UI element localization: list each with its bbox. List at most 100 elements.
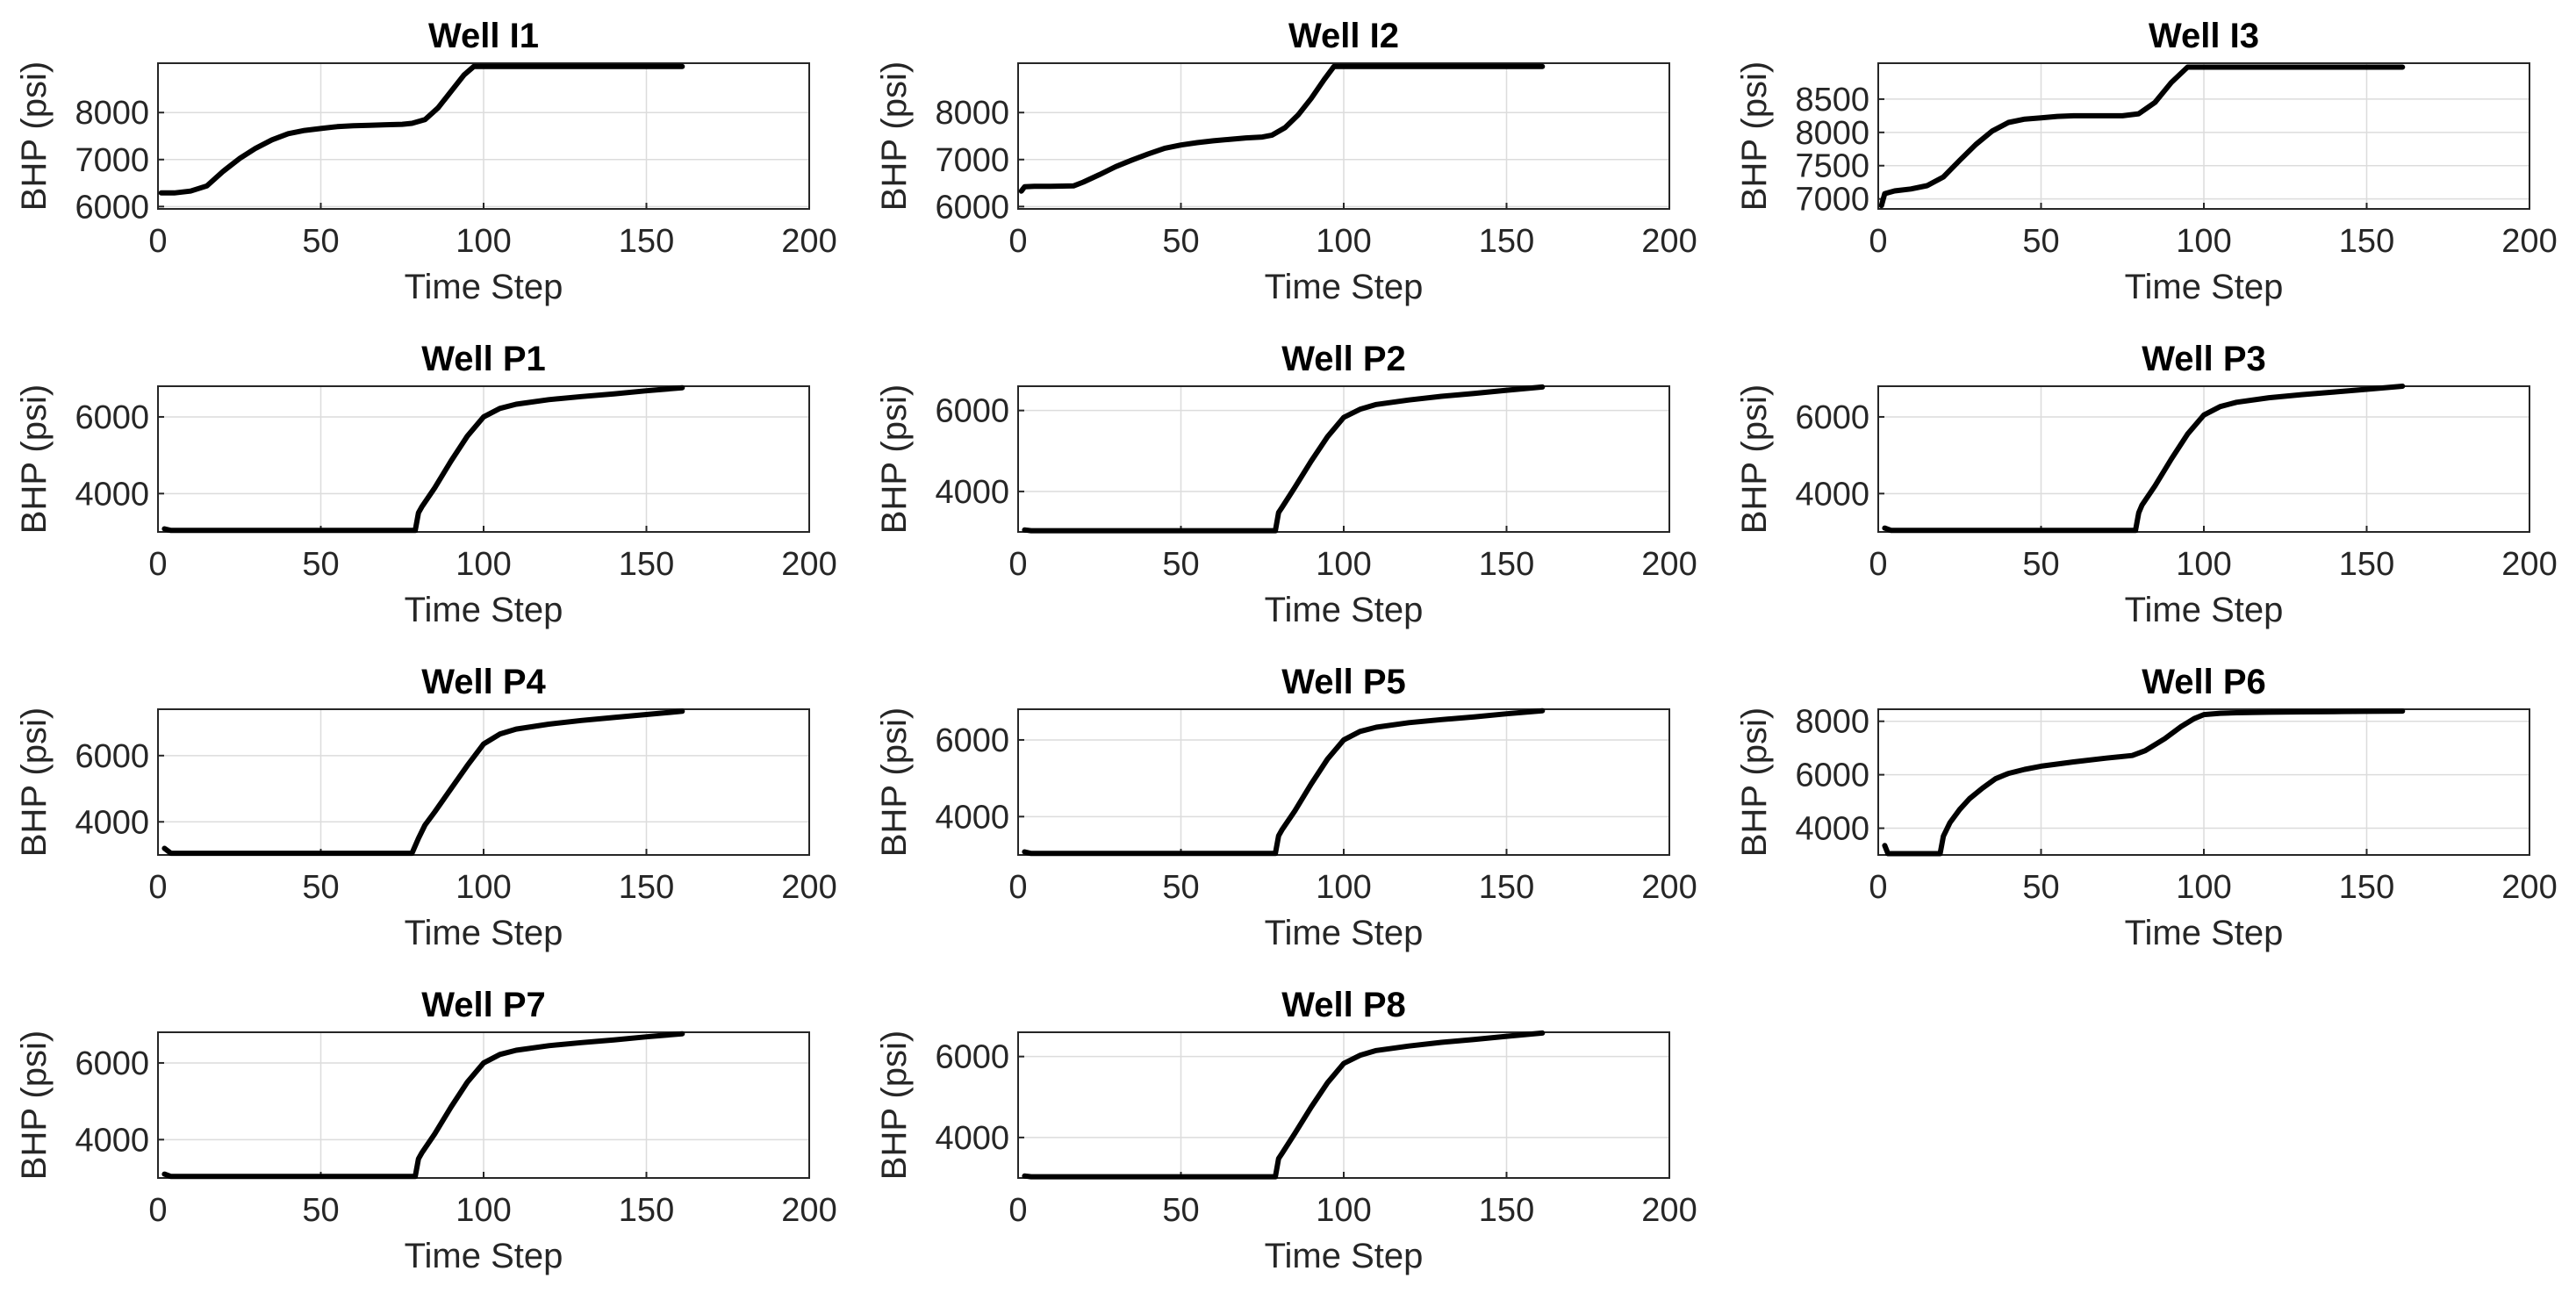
x-tick-label: 150 bbox=[2339, 869, 2394, 906]
series-line-well-p6 bbox=[1882, 708, 2406, 857]
y-tick-label: 4000 bbox=[75, 804, 149, 841]
chart-title: Well P3 bbox=[2142, 340, 2266, 378]
y-tick-label: 8500 bbox=[1795, 82, 1869, 118]
x-tick-label: 50 bbox=[302, 223, 339, 260]
x-tick-label: 200 bbox=[781, 869, 836, 906]
y-tick-label: 4000 bbox=[935, 1120, 1009, 1157]
series-line-well-i2 bbox=[1018, 63, 1546, 194]
x-tick-label: 0 bbox=[1008, 546, 1027, 583]
x-tick-label: 200 bbox=[781, 1192, 836, 1229]
chart-title: Well P8 bbox=[1281, 986, 1406, 1024]
x-tick-label: 200 bbox=[781, 546, 836, 583]
y-axis-label: BHP (psi) bbox=[1735, 61, 1774, 211]
y-tick-label: 6000 bbox=[75, 1045, 149, 1082]
y-tick-label: 6000 bbox=[75, 399, 149, 436]
series-line-well-p4 bbox=[161, 708, 685, 857]
y-tick-label: 4000 bbox=[1795, 476, 1869, 513]
series-line-well-p7 bbox=[161, 1031, 685, 1180]
series-line-well-p5 bbox=[1022, 707, 1546, 857]
x-tick-label: 150 bbox=[1479, 546, 1534, 583]
y-axis-label: BHP (psi) bbox=[15, 61, 54, 211]
x-tick-label: 150 bbox=[619, 546, 674, 583]
y-axis-label: BHP (psi) bbox=[15, 1031, 54, 1180]
chart-title: Well P2 bbox=[1281, 340, 1406, 378]
x-tick-label: 200 bbox=[2501, 546, 2557, 583]
x-axis-label: Time Step bbox=[405, 591, 563, 629]
chart-title: Well I1 bbox=[428, 17, 539, 55]
x-tick-label: 200 bbox=[1641, 1192, 1697, 1229]
x-tick-label: 100 bbox=[1316, 1192, 1371, 1229]
y-tick-label: 7000 bbox=[75, 142, 149, 179]
y-tick-label: 8000 bbox=[75, 95, 149, 132]
x-tick-label: 150 bbox=[1479, 223, 1534, 260]
y-tick-label: 4000 bbox=[935, 799, 1009, 836]
x-axis-label: Time Step bbox=[1265, 591, 1424, 629]
x-tick-label: 100 bbox=[1316, 869, 1371, 906]
y-tick-label: 8000 bbox=[935, 95, 1009, 132]
y-tick-label: 4000 bbox=[75, 1122, 149, 1159]
x-tick-label: 50 bbox=[302, 1192, 339, 1229]
x-axis-label: Time Step bbox=[405, 268, 563, 306]
y-tick-label: 6000 bbox=[935, 393, 1009, 430]
x-tick-label: 0 bbox=[148, 223, 167, 260]
x-tick-label: 100 bbox=[1316, 223, 1371, 260]
y-tick-label: 8000 bbox=[1795, 704, 1869, 741]
chart-title: Well P4 bbox=[421, 663, 546, 701]
x-tick-label: 150 bbox=[2339, 546, 2394, 583]
x-tick-label: 150 bbox=[1479, 1192, 1534, 1229]
x-tick-label: 100 bbox=[456, 223, 511, 260]
y-axis-label: BHP (psi) bbox=[875, 1031, 914, 1180]
series-line-well-p2 bbox=[1022, 384, 1546, 534]
x-tick-label: 0 bbox=[1008, 869, 1027, 906]
x-tick-label: 150 bbox=[619, 223, 674, 260]
x-axis-label: Time Step bbox=[405, 914, 563, 952]
x-axis-label: Time Step bbox=[1265, 1237, 1424, 1275]
y-tick-label: 7000 bbox=[935, 142, 1009, 179]
y-tick-label: 6000 bbox=[1795, 399, 1869, 436]
x-tick-label: 50 bbox=[1162, 1192, 1199, 1229]
chart-title: Well P1 bbox=[421, 340, 546, 378]
y-tick-label: 6000 bbox=[935, 722, 1009, 759]
x-axis-label: Time Step bbox=[2125, 268, 2284, 306]
x-tick-label: 100 bbox=[456, 546, 511, 583]
y-axis-label: BHP (psi) bbox=[875, 707, 914, 857]
x-tick-label: 50 bbox=[2022, 223, 2059, 260]
x-tick-label: 200 bbox=[781, 223, 836, 260]
x-tick-label: 0 bbox=[148, 1192, 167, 1229]
y-tick-label: 7000 bbox=[1795, 182, 1869, 219]
x-tick-label: 150 bbox=[619, 1192, 674, 1229]
x-tick-label: 0 bbox=[1008, 223, 1027, 260]
x-axis-label: Time Step bbox=[1265, 914, 1424, 952]
x-axis-label: Time Step bbox=[2125, 914, 2284, 952]
chart-title: Well P5 bbox=[1281, 663, 1406, 701]
y-tick-label: 4000 bbox=[75, 476, 149, 513]
x-axis-label: Time Step bbox=[1265, 268, 1424, 306]
y-tick-label: 4000 bbox=[935, 474, 1009, 511]
x-tick-label: 200 bbox=[1641, 223, 1697, 260]
x-tick-label: 100 bbox=[1316, 546, 1371, 583]
x-axis-label: Time Step bbox=[2125, 591, 2284, 629]
y-axis-label: BHP (psi) bbox=[15, 384, 54, 534]
series-line-well-i1 bbox=[158, 63, 685, 196]
x-tick-label: 150 bbox=[619, 869, 674, 906]
y-tick-label: 6000 bbox=[1795, 758, 1869, 794]
x-tick-label: 50 bbox=[302, 869, 339, 906]
x-tick-label: 50 bbox=[1162, 869, 1199, 906]
x-tick-label: 50 bbox=[302, 546, 339, 583]
x-tick-label: 100 bbox=[2176, 869, 2231, 906]
x-tick-label: 150 bbox=[2339, 223, 2394, 260]
y-axis-label: BHP (psi) bbox=[1735, 384, 1774, 534]
x-tick-label: 200 bbox=[2501, 223, 2557, 260]
x-tick-label: 100 bbox=[2176, 223, 2231, 260]
